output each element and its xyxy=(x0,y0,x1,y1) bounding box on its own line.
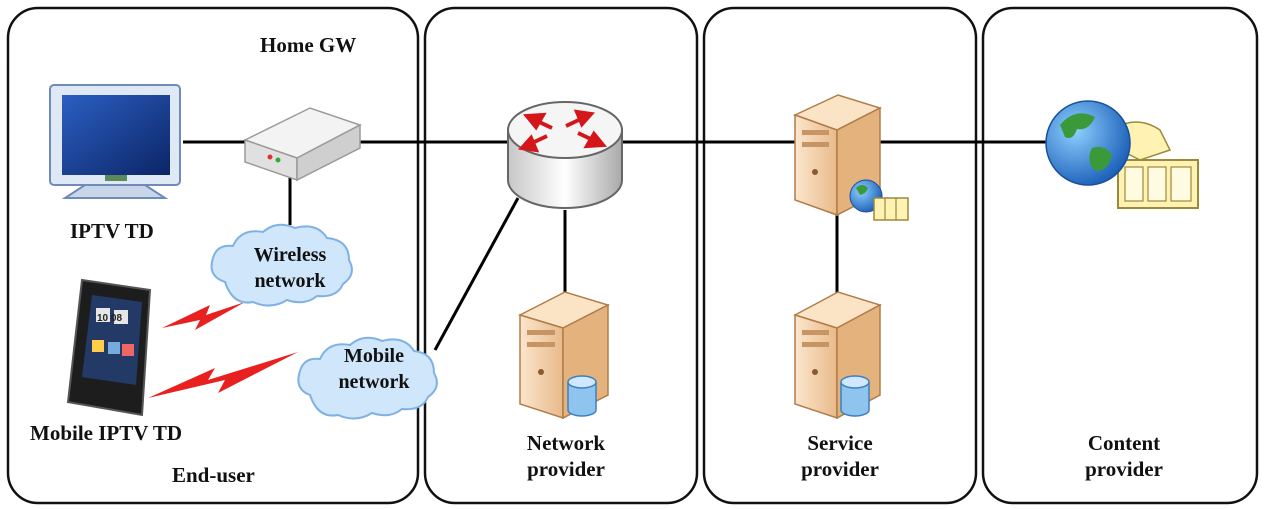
content-provider-label-line1: Content xyxy=(1088,431,1160,455)
zone-network-provider xyxy=(423,6,699,505)
content-provider-globe-film-icon xyxy=(1045,100,1199,209)
mobile-network-label-line2: network xyxy=(338,371,410,393)
iptv-td-monitor-icon xyxy=(49,84,181,199)
zone-service-provider xyxy=(702,6,978,505)
link-router-mobile xyxy=(433,197,520,351)
mobile-network-label-line1: Mobile xyxy=(344,345,404,367)
zone-content-provider xyxy=(981,6,1259,505)
phone-clock-text: 10 08 xyxy=(97,313,122,324)
mobile-network-cloud-icon xyxy=(297,336,438,420)
service-provider-label-line2: provider xyxy=(801,457,879,481)
wireless-network-label-line1: Wireless xyxy=(254,244,327,266)
links xyxy=(183,140,1050,351)
wireless-network-cloud-icon xyxy=(210,223,353,307)
iptv-td-label: IPTV TD xyxy=(70,219,154,243)
service-provider-db-server-icon xyxy=(793,291,882,420)
end-user-label: End-user xyxy=(172,463,255,487)
service-provider-server-icon xyxy=(793,94,909,221)
network-provider-server-icon xyxy=(518,291,610,420)
wireless-signal-lightning-icon xyxy=(162,302,245,330)
mobile-phone-icon: 10 08 xyxy=(66,278,152,417)
mobile-iptv-td-label: Mobile IPTV TD xyxy=(30,421,182,445)
network-provider-label-line2: provider xyxy=(527,457,605,481)
network-provider-label-line1: Network xyxy=(527,431,605,455)
mobile-signal-lightning-icon xyxy=(148,352,298,398)
router-icon xyxy=(507,101,623,209)
home-gateway-icon xyxy=(243,107,362,182)
wireless-network-label-line2: network xyxy=(254,270,326,292)
service-provider-label-line1: Service xyxy=(807,431,872,455)
content-provider-label-line2: provider xyxy=(1085,457,1163,481)
home-gw-label: Home GW xyxy=(260,33,356,57)
